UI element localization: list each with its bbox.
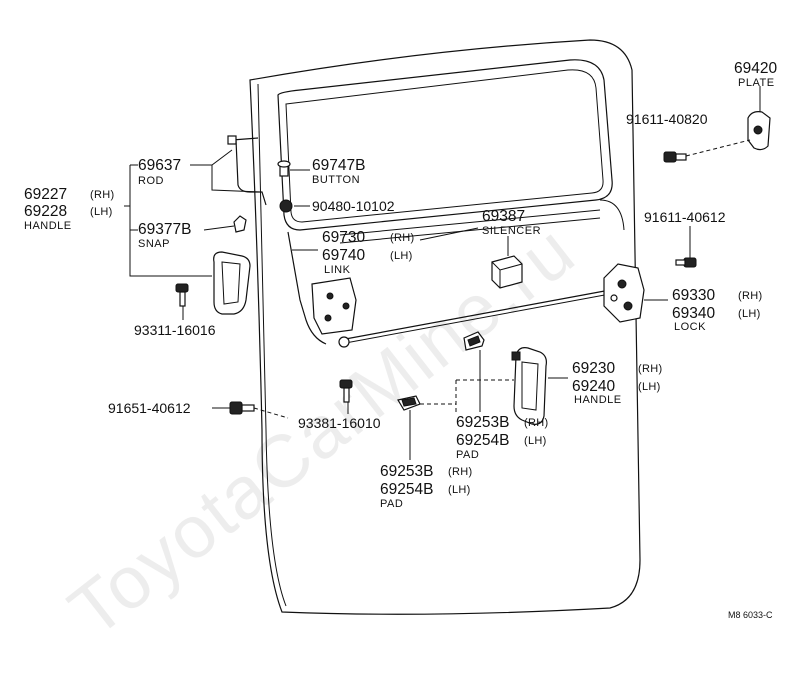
label-69420: 69420 — [734, 60, 777, 77]
plate-part — [747, 111, 771, 151]
label-69254b-lower: 69254B — [380, 481, 433, 498]
label-93311-16016: 93311-16016 — [134, 322, 216, 338]
label-93381-16010: 93381-16010 — [298, 415, 381, 431]
label-button: BUTTON — [312, 174, 360, 186]
inside-handle-part — [511, 347, 547, 425]
label-69240: 69240 — [572, 378, 615, 395]
grommet-part — [279, 199, 293, 213]
silencer-part — [491, 255, 523, 289]
label-link: LINK — [324, 264, 351, 276]
label-69230-side: (RH) — [638, 363, 662, 375]
label-69637: 69637 — [138, 157, 181, 174]
pad-upper-part — [463, 331, 485, 351]
outside-handle-part — [213, 251, 251, 315]
door-panel — [249, 39, 641, 615]
label-69253b-upper-side: (RH) — [524, 417, 548, 429]
label-69253b-lower-side: (RH) — [448, 466, 472, 478]
label-69227-side: (RH) — [90, 189, 114, 201]
label-lock: LOCK — [674, 321, 706, 333]
label-silencer: SILENCER — [482, 225, 541, 237]
label-69254b-lower-side: (LH) — [448, 484, 471, 496]
pad-lower-part — [397, 395, 421, 411]
snap-part — [233, 215, 247, 233]
label-rod: ROD — [138, 175, 164, 187]
label-69340-side: (LH) — [738, 308, 761, 320]
leader-lines — [124, 86, 761, 460]
label-69228: 69228 — [24, 203, 67, 220]
bolt-93381-part — [339, 379, 353, 403]
label-69740-side: (LH) — [390, 250, 413, 262]
figure-code: M8 6033-C — [728, 610, 773, 620]
label-pad-lower: PAD — [380, 498, 403, 510]
label-inside-handle: HANDLE — [574, 394, 622, 406]
label-69253b-upper: 69253B — [456, 414, 509, 431]
label-69330-side: (RH) — [738, 290, 762, 302]
label-91651-40612: 91651-40612 — [108, 400, 191, 416]
labels: 69420 PLATE 91611-40820 69637 ROD 69747B… — [24, 60, 777, 620]
latch-assembly-part — [311, 277, 357, 335]
lock-part — [603, 263, 645, 323]
label-69330: 69330 — [672, 287, 715, 304]
label-69254b-upper-side: (LH) — [524, 435, 547, 447]
label-69387: 69387 — [482, 208, 525, 225]
label-pad-upper: PAD — [456, 449, 479, 461]
label-69340: 69340 — [672, 305, 715, 322]
label-plate: PLATE — [738, 77, 775, 89]
bolt-93311-part — [175, 283, 189, 307]
label-69377b: 69377B — [138, 221, 191, 238]
label-90480-10102: 90480-10102 — [312, 198, 395, 214]
link-part — [287, 231, 327, 345]
label-69227: 69227 — [24, 186, 67, 203]
bolt-91611-40820-part — [663, 151, 687, 163]
label-69254b-upper: 69254B — [456, 432, 509, 449]
bolt-91611-40612-part — [675, 257, 697, 268]
label-69730: 69730 — [322, 229, 365, 246]
label-69253b-lower: 69253B — [380, 463, 433, 480]
label-69228-side: (LH) — [90, 206, 113, 218]
label-69240-side: (LH) — [638, 381, 661, 393]
long-rod-part — [338, 289, 611, 348]
button-part — [277, 160, 291, 177]
label-91611-40612: 91611-40612 — [644, 209, 726, 225]
label-69730-side: (RH) — [390, 232, 414, 244]
label-snap: SNAP — [138, 238, 170, 250]
label-91611-40820: 91611-40820 — [626, 111, 708, 127]
label-69747b: 69747B — [312, 157, 365, 174]
bolt-91651-part — [229, 401, 255, 415]
label-69740: 69740 — [322, 247, 365, 264]
label-outside-handle: HANDLE — [24, 220, 72, 232]
label-69230: 69230 — [572, 360, 615, 377]
